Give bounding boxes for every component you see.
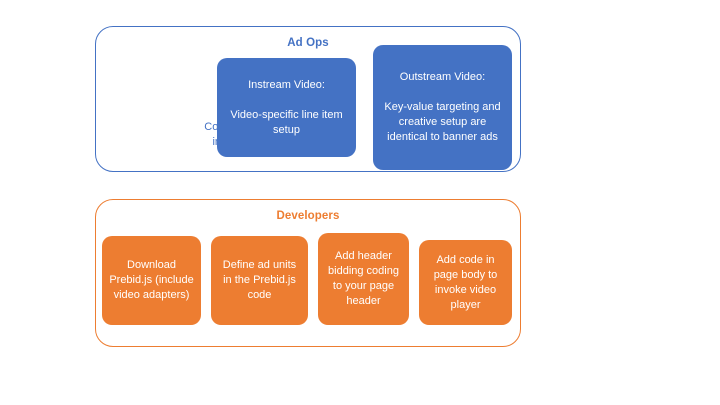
node-define-ad-units-label: Define ad units in the Prebid.js code	[222, 259, 297, 301]
node-download-prebid: Download Prebid.js (include video adapte…	[102, 236, 201, 325]
node-add-header-bidding-code: Add header bidding coding to your page h…	[318, 233, 409, 325]
node-add-page-body-code: Add code in page body to invoke video pl…	[419, 240, 512, 325]
node-instream-video-label: Instream Video: Video-specific line item…	[230, 78, 343, 136]
node-define-ad-units: Define ad units in the Prebid.js code	[211, 236, 308, 325]
node-add-header-bidding-code-label: Add header bidding coding to your page h…	[328, 250, 399, 307]
node-instream-video: Instream Video: Video-specific line item…	[217, 58, 356, 157]
group-title-ad-ops: Ad Ops	[287, 37, 329, 49]
node-add-page-body-code-label: Add code in page body to invoke video pl…	[433, 253, 498, 311]
node-download-prebid-label: Download Prebid.js (include video adapte…	[109, 259, 194, 301]
group-title-developers: Developers	[276, 210, 340, 222]
node-outstream-video-label: Outstream Video: Key-value targeting and…	[384, 71, 501, 143]
node-outstream-video: Outstream Video: Key-value targeting and…	[373, 45, 512, 170]
